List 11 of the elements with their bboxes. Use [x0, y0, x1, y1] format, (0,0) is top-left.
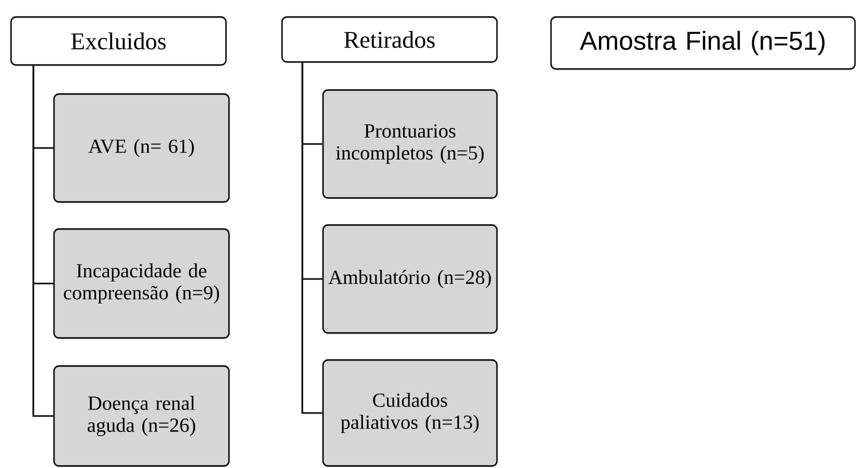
reason-box: Prontuarios incompletos (n=5) [322, 89, 498, 199]
reason-box: Ambulatório (n=28) [322, 224, 498, 334]
connector-line [32, 66, 54, 417]
category-box: Excluidos [10, 16, 227, 66]
reason-box: Doença renal aguda (n=26) [53, 365, 230, 467]
result-box: Amostra Final (n=51) [550, 16, 856, 70]
reason-box: AVE (n= 61) [53, 93, 230, 203]
reason-box: Cuidados paliativos (n=13) [322, 359, 498, 467]
category-box: Retirados [281, 16, 498, 63]
reason-box: Incapacidade de compreensão (n=9) [53, 228, 230, 339]
connector-line [302, 62, 322, 414]
